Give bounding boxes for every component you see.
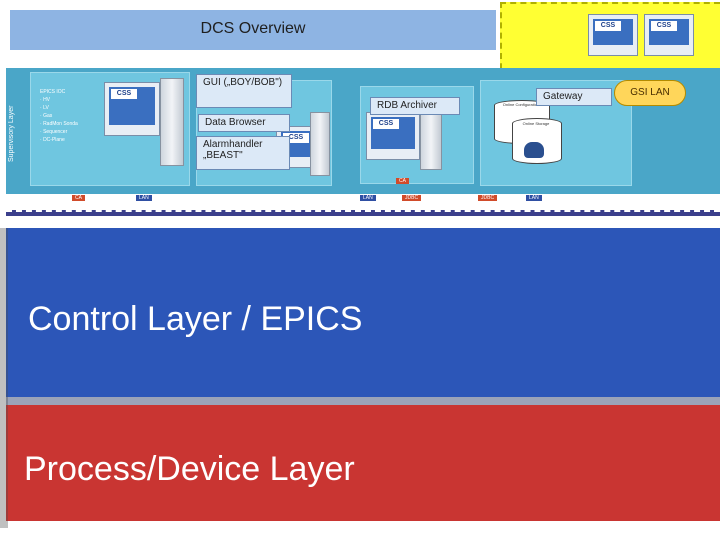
bus-tag: JDBC [478, 195, 498, 201]
rdb-label: RDB Archiver [377, 100, 438, 111]
bus-tag: CA [72, 195, 85, 201]
control-layer [6, 228, 720, 398]
rdb-callout: RDB Archiver [370, 97, 460, 115]
archiver-tower [420, 110, 442, 170]
workstation-monitor: CSS [104, 82, 160, 136]
network-bus [6, 210, 720, 216]
gui-label: GUI („BOY/BOB") [203, 77, 283, 88]
side-shadow [0, 228, 8, 528]
alarm-label: Alarmhandler „BEAST" [203, 139, 263, 161]
data-browser-callout: Data Browser [198, 114, 290, 132]
bus-tag: JDBC [402, 195, 422, 201]
gui-callout: GUI („BOY/BOB") [196, 74, 292, 108]
gsi-monitor-2: CSS [644, 14, 694, 56]
page-title: DCS Overview [200, 20, 306, 37]
epics-ioc-title: EPICS IOC [40, 89, 66, 95]
gsi-lan-cloud: GSI LAN [614, 80, 686, 106]
epics-item: · Gas [40, 113, 53, 119]
process-layer-label: Process/Device Layer [24, 450, 355, 488]
bus-tag-ca-upper: CA [396, 178, 409, 184]
process-layer [6, 405, 720, 521]
alarm-callout: Alarmhandler „BEAST" [196, 136, 290, 170]
hades-vlan-label: HADES VLAN [632, 220, 683, 229]
supervisory-layer-label: Supervisory Layer [8, 105, 15, 163]
archiver-monitor: CSS [366, 112, 420, 160]
control-layer-label: Control Layer / EPICS [28, 300, 363, 338]
bus-tag: LAN [360, 195, 376, 201]
postgres-elephant-icon [524, 142, 544, 158]
epics-item: · RadMon Sonda [40, 121, 78, 127]
workstation-tower [160, 78, 184, 166]
bus-tag: LAN [136, 195, 152, 201]
data-browser-label: Data Browser [205, 117, 266, 128]
gateway-label: Gateway [543, 91, 583, 102]
gateway-callout: Gateway [536, 88, 612, 106]
epics-item: · Sequencer [40, 129, 68, 135]
config-database-label: Online Configuration [502, 102, 540, 107]
epics-item: · LV [40, 105, 49, 111]
epics-item: · HV [40, 97, 51, 103]
epics-item: · DC-Plane [40, 137, 65, 143]
title-bar [10, 10, 496, 50]
bus-tag: LAN [526, 195, 542, 201]
layer-separator [6, 397, 720, 407]
gsi-monitor-1: CSS [588, 14, 638, 56]
gsi-zone-border [500, 2, 720, 4]
client-tower [310, 112, 330, 176]
epics-ioc-list: EPICS IOC · HV · LV · Gas · RadMon Sonda… [40, 88, 78, 144]
storage-database-label: Online Storage [522, 121, 550, 126]
